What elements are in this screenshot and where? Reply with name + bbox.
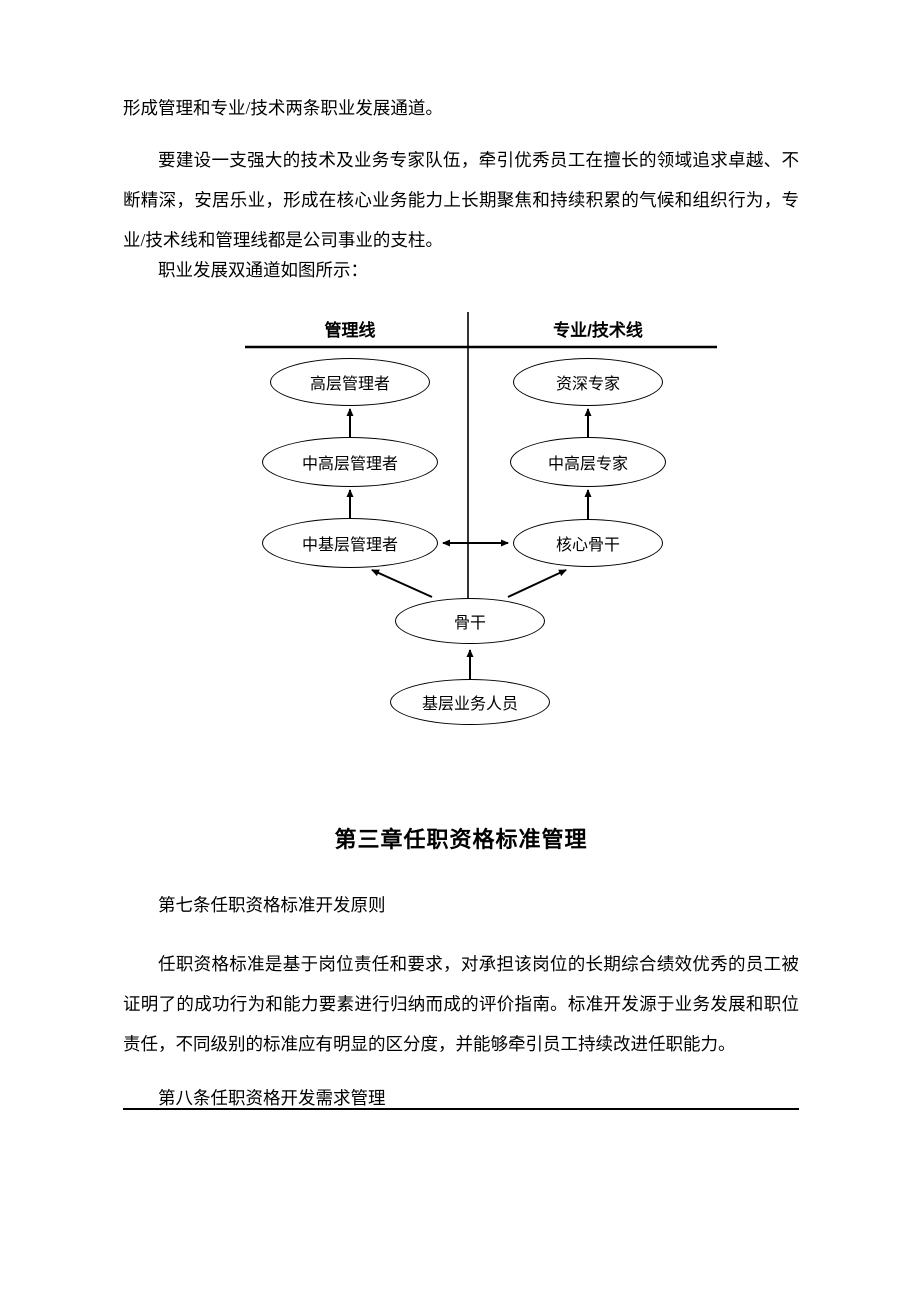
chapter-heading: 第三章任职资格标准管理 xyxy=(334,827,588,852)
node-backbone: 骨干 xyxy=(395,598,545,644)
article7-body: 任职资格标准是基于岗位责任和要求，对承担该岗位的长期综合绩效优秀的员工被证明了的… xyxy=(123,954,799,1054)
paragraph-caption: 职业发展双通道如图所示： xyxy=(158,260,368,280)
node-top-manager: 高层管理者 xyxy=(270,358,430,406)
paragraph-build: 要建设一支强大的技术及业务专家队伍，牵引优秀员工在擅长的领域追求卓越、不断精深，… xyxy=(123,150,799,250)
professional-track-header: 专业/技术线 xyxy=(553,321,643,340)
bottom-horizontal-rule xyxy=(123,1108,799,1110)
node-mid-high-manager: 中高层管理者 xyxy=(262,437,438,487)
diagram-lines-arrows xyxy=(245,312,717,679)
node-mid-base-manager: 中基层管理者 xyxy=(262,518,438,568)
node-mid-high-expert: 中高层专家 xyxy=(510,437,666,487)
article7-heading: 第七条任职资格标准开发原则 xyxy=(158,895,386,915)
node-core-backbone: 核心骨干 xyxy=(513,519,663,567)
arrow-backbone-to-midbase-manager xyxy=(371,569,433,598)
arrow-backbone-to-core-backbone xyxy=(507,569,567,598)
career-dual-channel-diagram: 管理线 专业/技术线 高层管理者 资深专家 中高层管理者 中高层专家 中基层管理… xyxy=(0,300,920,750)
management-track-header: 管理线 xyxy=(324,321,376,340)
article8-heading: 第八条任职资格开发需求管理 xyxy=(158,1088,386,1108)
node-base-staff: 基层业务人员 xyxy=(390,679,550,725)
paragraph-intro: 形成管理和专业/技术两条职业发展通道。 xyxy=(123,98,443,118)
node-senior-expert: 资深专家 xyxy=(513,358,663,406)
